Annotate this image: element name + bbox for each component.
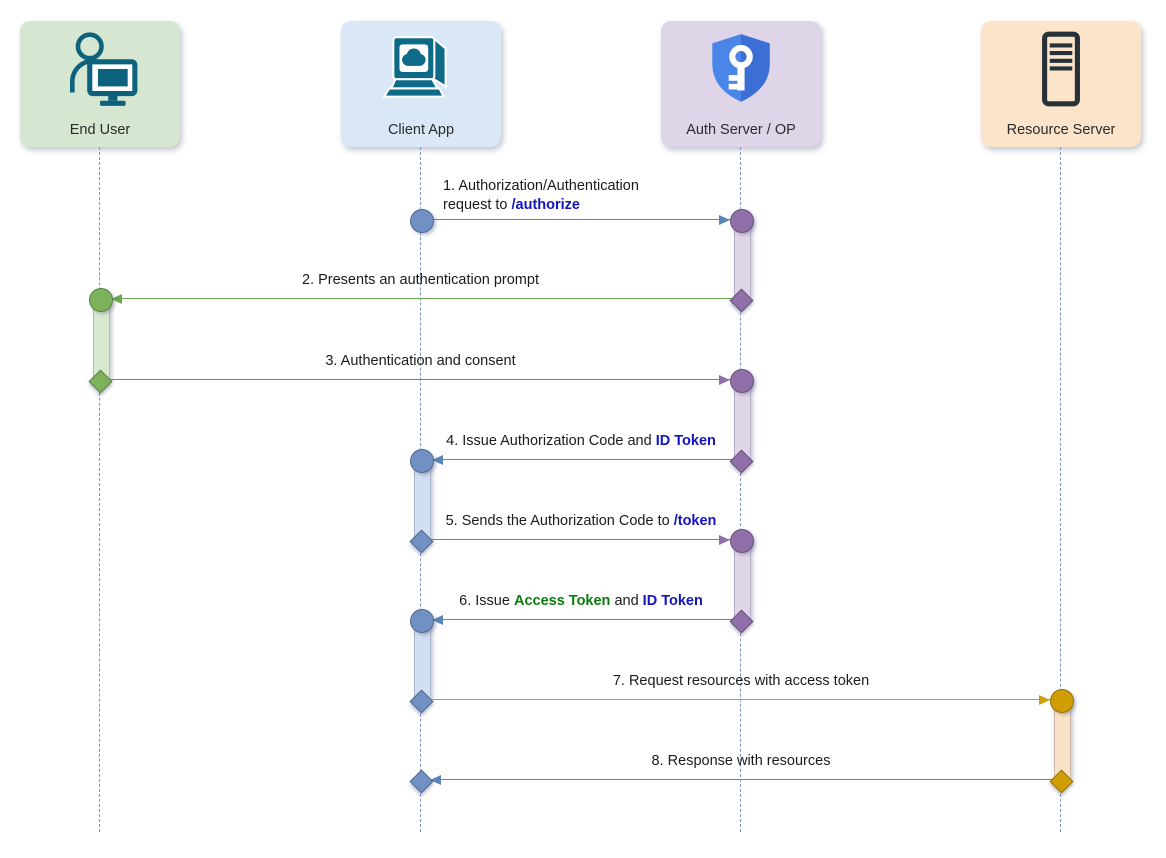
actor-auth-server: Auth Server / OP [661,21,821,147]
message-2-text: 2. Presents an authentication prompt [302,272,539,288]
message-6-line [421,619,741,620]
message-8-arrowhead [430,774,441,785]
actor-client-app: Client App [341,21,501,147]
message-5-label: 5. Sends the Authorization Code to /toke… [421,512,741,531]
message-6-arrowhead [432,614,443,625]
message-6-text-mid: and [610,593,643,609]
message-3-line [100,379,741,380]
message-4-line [421,459,741,460]
message-6-label: 6. Issue Access Token and ID Token [421,592,741,611]
message-2-target-endpoint [89,288,113,312]
auth-server-lifeline [740,147,741,832]
message-3-arrowhead [719,374,730,385]
message-2-line [100,298,741,299]
message-7-arrowhead [1039,694,1050,705]
message-8-line [421,779,1061,780]
message-6-text: 6. Issue [459,593,514,609]
actor-label: Client App [387,122,455,138]
message-4-text: 4. Issue Authorization Code and [446,433,656,449]
message-8-target-endpoint [409,768,434,794]
message-5-target-endpoint [730,529,754,553]
shield-key-icon [661,29,821,111]
resource-server-lifeline [1060,147,1061,832]
message-4-target-endpoint [410,449,434,473]
message-1-arrowhead [719,214,730,225]
message-1-keyword: /authorize [511,197,580,213]
message-3-label: 3. Authentication and consent [100,352,741,371]
message-3-text: 3. Authentication and consent [325,353,516,369]
message-1-text-line2: request to [443,197,512,213]
message-1-target-endpoint [730,209,754,233]
message-7-line [421,699,1061,700]
message-1-label: 1. Authorization/Authentication request … [443,177,639,215]
message-5-arrowhead [719,534,730,545]
end-user-lifeline [99,147,100,832]
message-1-line [421,219,741,220]
message-5-keyword: /token [673,513,717,529]
server-icon [981,29,1141,111]
actor-resource-server: Resource Server [981,21,1141,147]
message-2-label: 2. Presents an authentication prompt [100,271,741,290]
actor-label: Resource Server [1006,122,1116,138]
message-7-text: 7. Request resources with access token [612,673,870,689]
message-5-text: 5. Sends the Authorization Code to [445,513,674,529]
message-6-keyword-access-token: Access Token [513,593,611,609]
message-6-target-endpoint [410,609,434,633]
person-computer-icon [20,29,180,111]
message-1-text-line1: 1. Authorization/Authentication [443,178,639,194]
message-7-target-endpoint [1050,689,1074,713]
message-1-source-endpoint [410,209,434,233]
message-6-keyword-id-token: ID Token [642,593,703,609]
message-5-line [421,539,741,540]
actor-label: Auth Server / OP [686,122,796,138]
app-window-icon [341,29,501,111]
actor-end-user: End User [20,21,180,147]
message-4-keyword: ID Token [655,433,716,449]
message-7-label: 7. Request resources with access token [421,672,1061,691]
message-2-arrowhead [111,293,122,304]
message-4-arrowhead [432,454,443,465]
actor-label: End User [69,122,131,138]
message-4-label: 4. Issue Authorization Code and ID Token [421,432,741,451]
message-3-target-endpoint [730,369,754,393]
message-8-label: 8. Response with resources [421,752,1061,771]
message-8-text: 8. Response with resources [651,753,831,769]
